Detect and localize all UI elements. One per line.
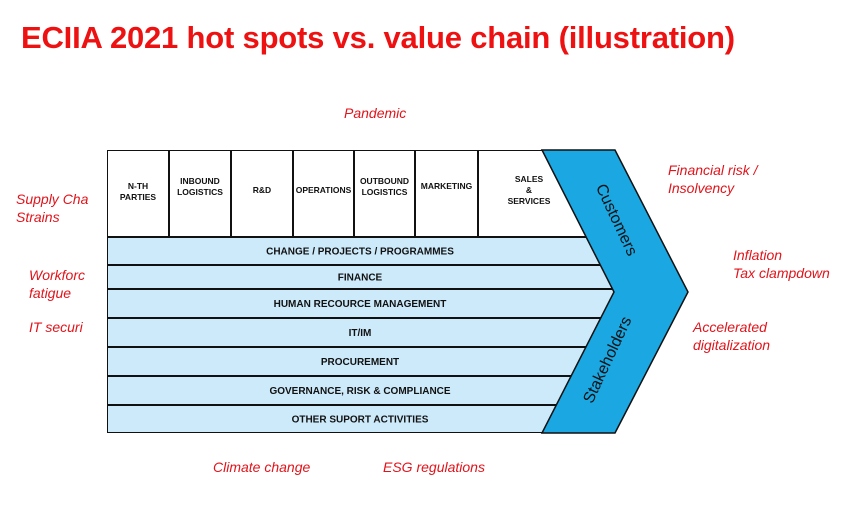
hot-spot-line: Strains: [16, 209, 60, 225]
support-activity-row: HUMAN RECOURCE MANAGEMENT: [107, 288, 614, 319]
hot-spot-it-security: IT securi: [29, 319, 83, 335]
hot-spot-line: fatigue: [29, 285, 72, 301]
primary-activity-label: &: [526, 185, 532, 195]
primary-activity-label: OPERATIONS: [296, 185, 352, 195]
primary-activity-label: LOGISTICS: [177, 187, 223, 197]
support-activity-label: FINANCE: [338, 273, 383, 284]
support-activity-row: FINANCE: [107, 264, 614, 290]
primary-activity: MARKETING: [414, 150, 479, 238]
hot-spot-climate: Climate change: [213, 459, 311, 475]
hot-spot-line: Supply Cha: [16, 191, 89, 207]
support-activity-bar: [107, 317, 614, 348]
hot-spot-pandemic: Pandemic: [344, 105, 407, 121]
primary-activity-label: SERVICES: [508, 196, 551, 206]
primary-activity-label: LOGISTICS: [362, 187, 408, 197]
hot-spot-line: Accelerated: [693, 319, 767, 335]
support-activity-row: OTHER SUPORT ACTIVITIES: [107, 404, 614, 433]
primary-activity-label: INBOUND: [180, 176, 220, 186]
support-activity-row: GOVERNANCE, RISK & COMPLIANCE: [107, 375, 614, 406]
primary-activity-label: OUTBOUND: [360, 176, 409, 186]
hot-spot-line: Inflation: [733, 247, 783, 263]
support-activity-bar: [107, 264, 614, 290]
hot-spot-digitalization: Accelerated digitalization: [693, 318, 770, 354]
primary-activity-box: [414, 150, 479, 238]
hot-spot-line: Workforc: [29, 267, 85, 283]
primary-activity-label: MARKETING: [421, 181, 473, 191]
primary-activity: OPERATIONS: [292, 150, 355, 238]
hot-spot-line: Financial risk /: [668, 162, 758, 178]
support-activity-bar: [107, 236, 614, 266]
hot-spot-line: digitalization: [693, 337, 771, 353]
chevron-arrow: [540, 149, 689, 434]
primary-activity-label: PARTIES: [120, 192, 157, 202]
support-activity-row: CHANGE / PROJECTS / PROGRAMMES: [107, 236, 614, 266]
primary-activity-label: SALES: [515, 174, 544, 184]
support-activity-label: HUMAN RECOURCE MANAGEMENT: [274, 299, 447, 310]
primary-activity-label: N-TH: [128, 181, 148, 191]
hot-spot-esg: ESG regulations: [383, 459, 485, 475]
primary-activity-box: [292, 150, 355, 238]
primary-activity-label: R&D: [253, 185, 271, 195]
hot-spot-line: Insolvency: [668, 180, 735, 196]
support-activity-row: PROCUREMENT: [107, 346, 614, 377]
hot-spot-line: Tax clampdown: [733, 265, 830, 281]
support-activity-row: IT/IM: [107, 317, 614, 348]
support-activity-label: PROCUREMENT: [321, 357, 399, 368]
support-activity-bar: [107, 404, 614, 433]
hot-spot-workforce: Workforc fatigue: [29, 266, 85, 302]
hot-spot-financial-risk: Financial risk / Insolvency: [668, 161, 757, 197]
slide-title: ECIIA 2021 hot spots vs. value chain (il…: [21, 20, 735, 55]
primary-activity: R&D: [230, 150, 294, 238]
support-activity-label: GOVERNANCE, RISK & COMPLIANCE: [269, 386, 450, 397]
support-activity-label: OTHER SUPORT ACTIVITIES: [292, 415, 429, 426]
support-activity-bar: [107, 288, 614, 319]
support-activity-label: IT/IM: [349, 328, 372, 339]
support-activity-label: CHANGE / PROJECTS / PROGRAMMES: [266, 247, 454, 258]
